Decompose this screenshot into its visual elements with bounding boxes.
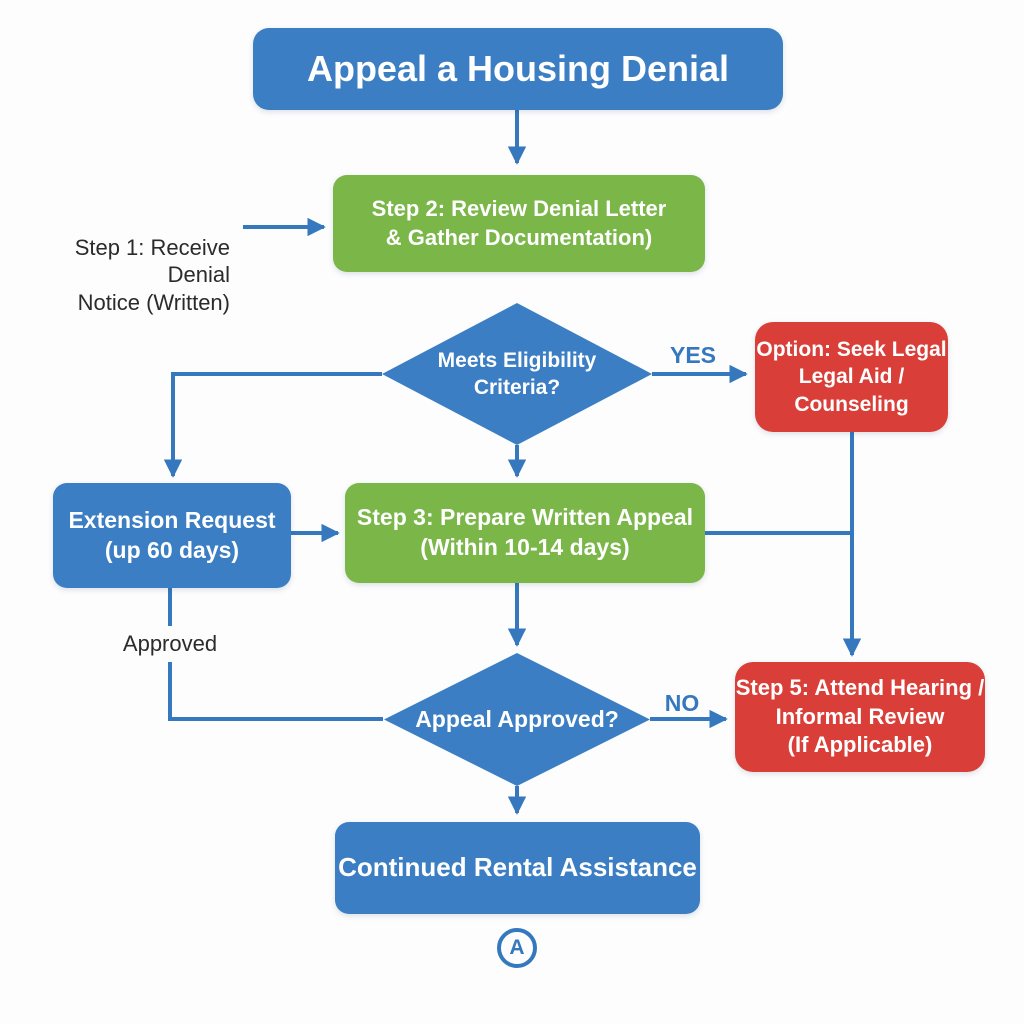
diamond-shape: [382, 303, 652, 445]
step3-label: Step 3: Prepare Written Appeal (Within 1…: [356, 504, 694, 560]
step2-node: Step 2: Review Denial Letter & Gather Do…: [333, 175, 705, 272]
step5-node: Step 5: Attend Hearing / Informal Review…: [735, 662, 985, 772]
edge-eligibility-to-extension: [163, 372, 382, 478]
off-page-connector-a: A: [497, 928, 537, 968]
legal-aid-label: Option: Seek Legal Legal Aid / Counselin…: [756, 338, 947, 416]
outcome-node: Continued Rental Assistance: [335, 822, 700, 914]
page-title-label: Appeal a Housing Denial: [306, 47, 730, 89]
diamond-shape: [384, 653, 650, 786]
eligibility-decision-diamond: Meets Eligibility Criteria?: [382, 303, 652, 445]
page-title: Appeal a Housing Denial: [253, 28, 783, 110]
step5-label: Step 5: Attend Hearing / Informal Review…: [735, 675, 985, 758]
step3-node: Step 3: Prepare Written Appeal (Within 1…: [345, 483, 705, 583]
step2-label: Step 2: Review Denial Letter & Gather Do…: [371, 195, 667, 250]
appeal-decision-label: Appeal Approved?: [415, 705, 619, 732]
step1-note-label: Step 1: Receive Denial Notice (Written): [74, 234, 230, 315]
extension-request-node: Extension Request (up 60 days): [53, 483, 291, 588]
step1-note: Step 1: Receive Denial Notice (Written): [8, 206, 230, 316]
eligibility-decision-label: Meets Eligibility Criteria?: [437, 348, 597, 399]
connector-a-label: A: [509, 936, 525, 959]
approved-branch-label: Approved: [122, 631, 218, 656]
edge-approved-to-appeal-decision: [168, 662, 383, 721]
extension-request-label: Extension Request (up 60 days): [68, 506, 276, 563]
appeal-decision-diamond: Appeal Approved?: [384, 653, 650, 786]
legal-aid-node: Option: Seek Legal Legal Aid / Counselin…: [755, 322, 948, 432]
no-branch-label: NO: [664, 690, 700, 716]
outcome-label: Continued Rental Assistance: [338, 852, 697, 883]
yes-branch-label: YES: [669, 342, 717, 368]
